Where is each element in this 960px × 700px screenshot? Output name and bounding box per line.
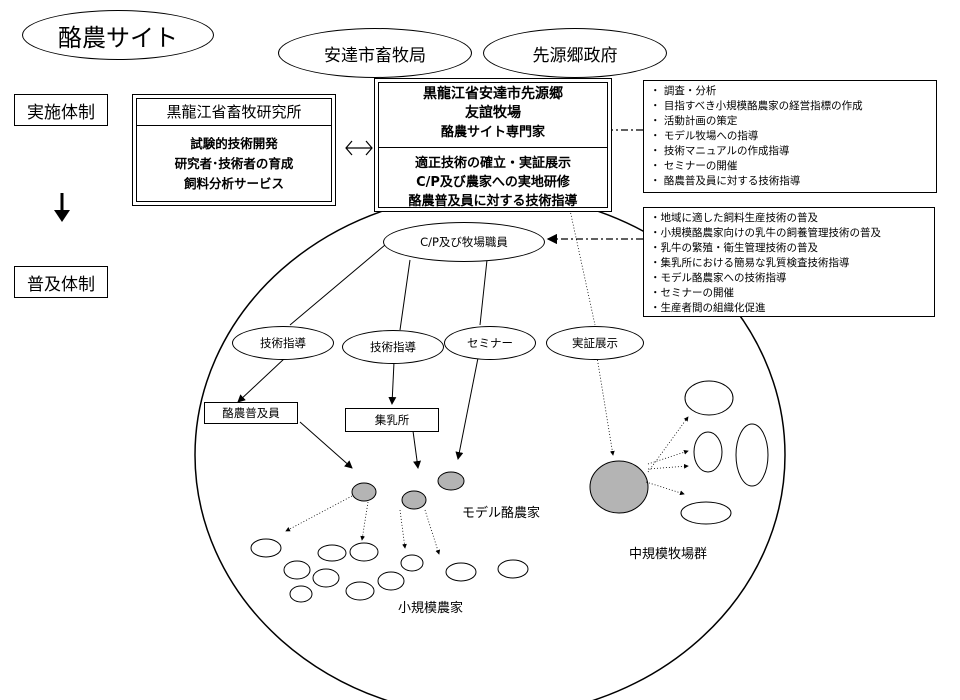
medium-farm-circle: [680, 501, 732, 525]
expert-task-item: ・ セミナーの開催: [650, 160, 738, 172]
down-arrowhead-icon: [54, 210, 70, 222]
cp-task-item: ・生産者間の組織化促進: [650, 302, 766, 314]
model-to-small-arrow: [399, 509, 407, 549]
method-3-to-model-arrow: [455, 357, 479, 460]
method-oval-tech-2: 技術指導: [342, 330, 444, 364]
site-title-oval: 酪農サイト: [22, 10, 214, 60]
implementation-label-box: 実施体制: [14, 94, 108, 126]
small-farm-circle: [400, 554, 424, 572]
model-farm-circle: [401, 490, 427, 510]
cp-task-item: ・乳牛の繁殖・衛生管理技術の普及: [650, 242, 818, 254]
farm-activity: 適正技術の確立・実証展示: [414, 156, 571, 171]
city-bureau-label: 安達市畜牧局: [324, 45, 426, 66]
farm-activity: C/P及び農家への実地研修: [416, 175, 570, 190]
model-to-small-arrow: [424, 509, 441, 555]
farm-expert-label: 酪農サイト専門家: [440, 125, 545, 140]
method-label: 実証展示: [572, 336, 618, 350]
small-farm-circle: [445, 562, 477, 582]
small-farm-circle: [349, 542, 379, 562]
small-farm-circle: [312, 568, 340, 588]
small-farm-circle: [250, 538, 282, 558]
medium-spread-arrow: [645, 481, 685, 496]
worker-to-model-arrow: [299, 421, 353, 469]
extension-worker-box: 酪農普及員: [204, 402, 298, 424]
cp-task-item: ・小規模酪農家向けの乳牛の飼養管理技術の普及: [650, 227, 881, 239]
method-label: 技術指導: [370, 340, 416, 354]
institute-line: 飼料分析サービス: [183, 176, 284, 191]
model-farm-circle: [351, 482, 377, 502]
expert-task-item: ・ 目指すべき小規模酪農家の経営指標の作成: [650, 100, 863, 112]
medium-spread-arrow: [647, 416, 689, 473]
cp-task-item: ・セミナーの開催: [650, 287, 734, 299]
farm-title-line: 黒龍江省安達市先源郷: [423, 86, 563, 102]
small-farm-circle: [283, 560, 311, 580]
farm-title-line: 友誼牧場: [465, 105, 521, 121]
site-title: 酪農サイト: [58, 23, 178, 52]
method-label: セミナー: [467, 336, 513, 350]
expert-task-item: ・ 活動計画の策定: [650, 115, 738, 127]
model-to-small-arrow: [285, 495, 353, 532]
small-farm-circle: [377, 571, 405, 591]
cp-to-method-2-line: [399, 259, 411, 331]
extension-label: 普及体制: [27, 274, 95, 295]
farm-to-demo-dotted-line: [569, 209, 596, 326]
cp-staff-label: C/P及び牧場職員: [420, 235, 508, 249]
medium-farm-group-label: 中規模牧場群: [629, 547, 708, 562]
expert-task-item: ・ モデル牧場への指導: [650, 130, 759, 142]
cp-to-method-1-line: [289, 244, 386, 326]
extension-label-box: 普及体制: [14, 266, 108, 298]
institute-title: 黒龍江省畜牧研究所: [137, 95, 331, 126]
method-1-to-worker-arrow: [237, 357, 286, 403]
institute-line: 研究者･技術者の育成: [174, 156, 294, 171]
farm-box: 黒龍江省安達市先源郷 友誼牧場 酪農サイト専門家 適正技術の確立・実証展示 C/…: [374, 78, 612, 212]
expert-task-item: ・ 技術マニュアルの作成指導: [650, 145, 790, 157]
method-2-to-center-arrow: [388, 361, 397, 405]
implementation-label: 実施体制: [27, 102, 95, 123]
method-oval-demo: 実証展示: [546, 326, 644, 360]
cp-task-item: ・モデル酪農家への技術指導: [650, 272, 787, 284]
method-oval-seminar: セミナー: [444, 326, 536, 360]
expert-task-list: ・ 調査・分析 ・ 目指すべき小規模酪農家の経営指標の作成 ・ 活動計画の策定 …: [643, 80, 937, 193]
method-label: 技術指導: [260, 336, 306, 350]
cp-to-method-3-line: [479, 259, 488, 326]
model-to-small-arrow: [360, 501, 369, 541]
medium-farm-circle: [693, 431, 723, 473]
small-farm-circle: [345, 581, 375, 601]
township-label: 先源郷政府: [532, 45, 618, 66]
institute-box: 黒龍江省畜牧研究所 試験的技術開発 研究者･技術者の育成 飼料分析サービス: [132, 94, 336, 206]
extension-worker-label: 酪農普及員: [222, 406, 280, 420]
method-oval-tech-1: 技術指導: [232, 326, 334, 360]
township-oval: 先源郷政府: [483, 28, 667, 78]
cp-task-item: ・集乳所における簡易な乳質検査技術指導: [650, 257, 850, 269]
small-farm-circle: [497, 559, 529, 579]
model-farmer-label: モデル酪農家: [462, 506, 541, 521]
city-bureau-oval: 安達市畜牧局: [278, 28, 472, 78]
small-farmer-label: 小規模農家: [398, 601, 464, 616]
expert-task-item: ・ 酪農普及員に対する技術指導: [650, 175, 801, 187]
cp-task-list: ・地域に適した飼料生産技術の普及 ・小規模酪農家向けの乳牛の飼養管理技術の普及 …: [643, 207, 935, 317]
double-arrow-icon: [345, 140, 373, 156]
institute-line: 試験的技術開発: [190, 136, 278, 151]
model-farm-circle: [437, 471, 465, 491]
farm-activity: 酪農普及員に対する技術指導: [408, 194, 578, 209]
cp-staff-oval: C/P及び牧場職員: [383, 222, 545, 262]
expert-task-item: ・ 調査・分析: [650, 85, 717, 97]
medium-spread-arrow: [647, 463, 689, 470]
small-farm-circle: [289, 585, 313, 603]
demo-to-medium-arrow: [596, 356, 615, 456]
medium-farm-center-circle: [589, 460, 649, 514]
center-to-model-arrow: [412, 430, 422, 469]
medium-farm-circle: [735, 423, 769, 487]
collection-center-box: 集乳所: [345, 408, 439, 432]
cp-task-item: ・地域に適した飼料生産技術の普及: [650, 212, 818, 224]
collection-center-label: 集乳所: [374, 413, 410, 427]
medium-farm-circle: [684, 380, 734, 416]
small-farm-circle: [317, 544, 347, 562]
medium-spread-arrow: [647, 449, 689, 465]
